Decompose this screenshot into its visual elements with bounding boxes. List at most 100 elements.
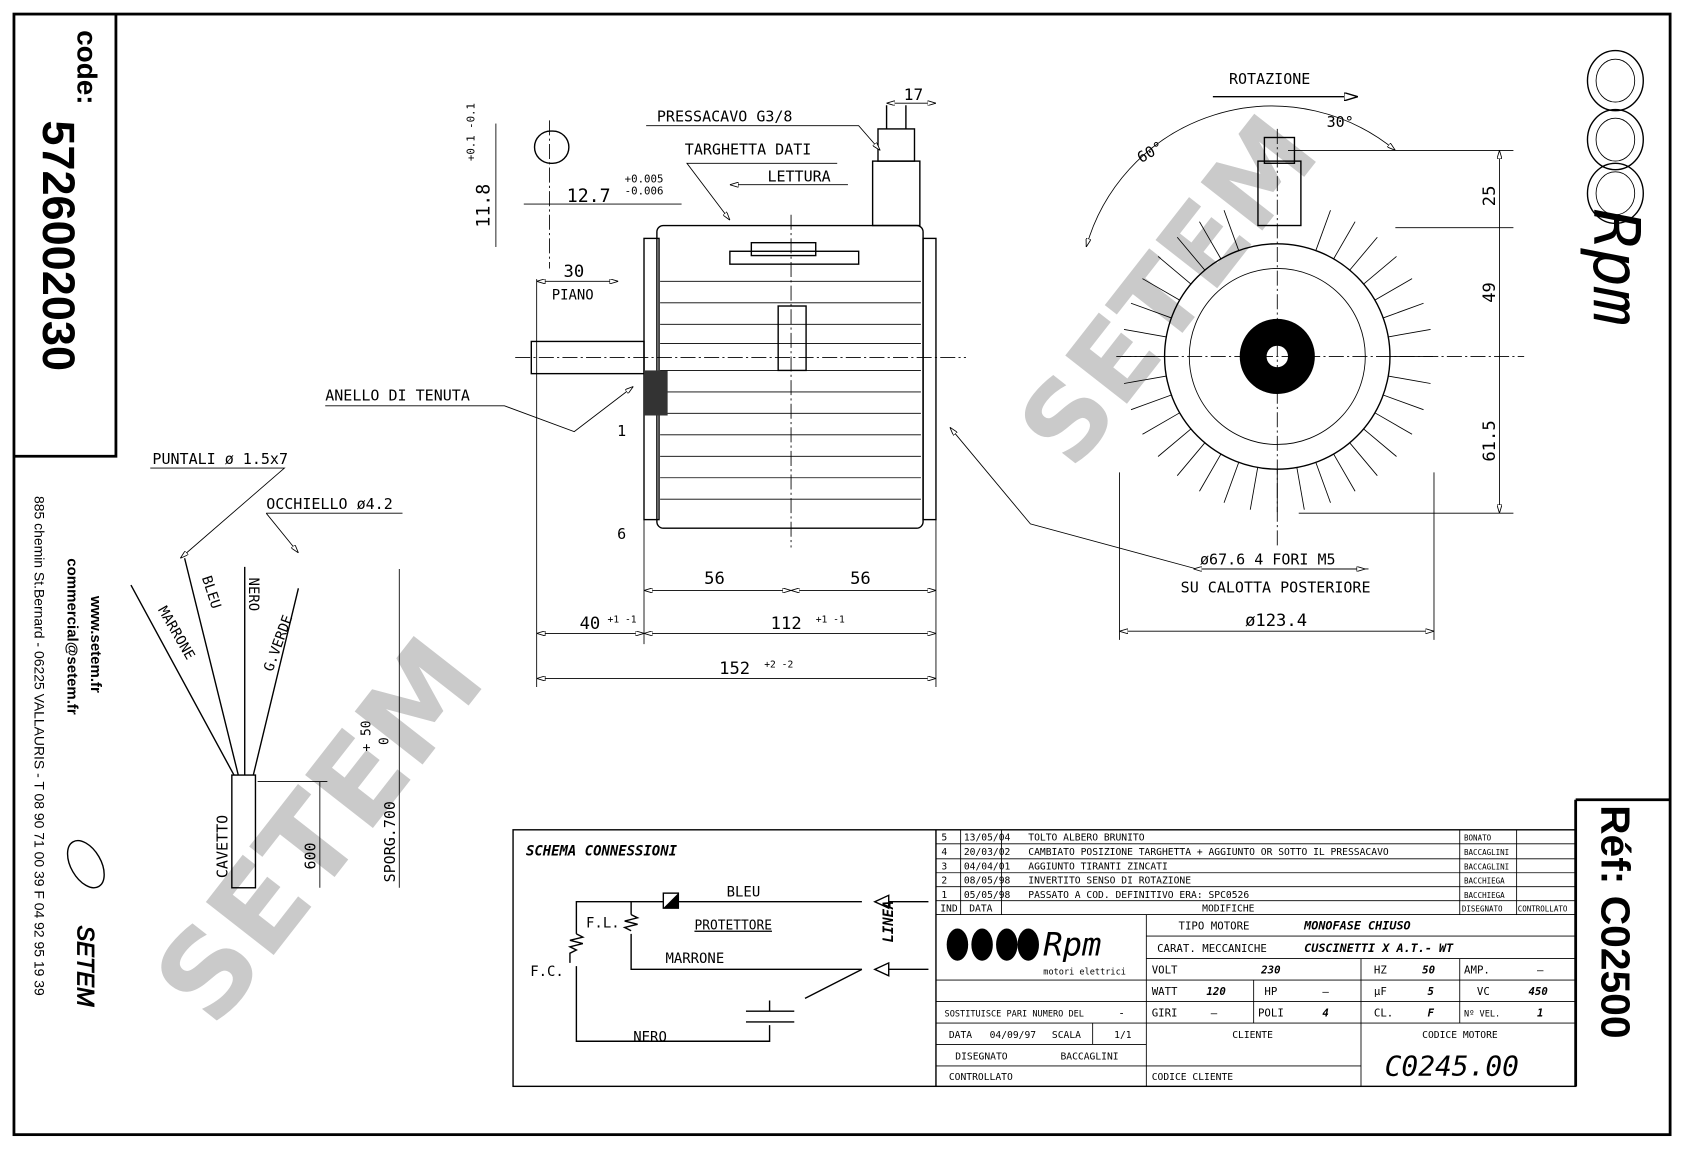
revision-cell: PASSATO A COD. DEFINITIVO ERA: SPC0526 bbox=[1028, 890, 1249, 901]
svg-text:MARRONE: MARRONE bbox=[665, 951, 724, 967]
label-anello: ANELLO DI TENUTA bbox=[325, 386, 470, 404]
svg-text:4: 4 bbox=[1322, 1007, 1328, 1020]
cooling-fin bbox=[1333, 453, 1356, 492]
code-number: 5726002030 bbox=[33, 120, 84, 371]
motor-front-view: ROTAZIONE 60° 30° 25 49 61.5 ø67.6 4 FOR… bbox=[950, 70, 1525, 640]
rpm-logo-rings bbox=[1586, 49, 1644, 225]
svg-text:motori elettrici: motori elettrici bbox=[1043, 968, 1126, 978]
cooling-fin bbox=[1374, 412, 1413, 435]
cooling-fin bbox=[1130, 302, 1172, 319]
codice-motore-value: C0245.00 bbox=[1385, 1050, 1519, 1083]
revision-cell: 05/05/98 bbox=[964, 890, 1011, 901]
svg-text:CUSCINETTI X A.T.- WT: CUSCINETTI X A.T.- WT bbox=[1304, 941, 1454, 955]
side-view-dimensions: PRESSACAVO G3/8 TARGHETTA DATI LETTURA 1… bbox=[325, 85, 937, 688]
dim-17: 17 bbox=[904, 85, 923, 104]
svg-text:DISEGNATO: DISEGNATO bbox=[1462, 904, 1503, 913]
svg-text:BLEU: BLEU bbox=[727, 884, 761, 900]
revision-cell: TOLTO ALBERO BRUNITO bbox=[1028, 833, 1144, 844]
cooling-fin bbox=[1223, 462, 1240, 503]
svg-text:230: 230 bbox=[1260, 964, 1280, 977]
svg-text:CONTROLLATO: CONTROLLATO bbox=[1518, 904, 1568, 913]
svg-text:G.VERDE: G.VERDE bbox=[261, 613, 296, 674]
motor-data-block: Rpm motori elettrici TIPO MOTORE MONOFAS… bbox=[935, 914, 1576, 1087]
svg-text:450: 450 bbox=[1528, 985, 1547, 998]
cooling-fin bbox=[1296, 467, 1305, 510]
cooling-fin bbox=[1157, 428, 1192, 457]
revision-cell: 13/05/04 bbox=[964, 833, 1011, 844]
website: www.setem.fr bbox=[87, 595, 104, 693]
svg-text:µF: µF bbox=[1374, 985, 1387, 998]
svg-text:HP: HP bbox=[1264, 985, 1277, 998]
svg-text:+2 -2: +2 -2 bbox=[764, 660, 793, 671]
setem-logo: SETEM bbox=[66, 839, 105, 1007]
svg-text:+1 -1: +1 -1 bbox=[608, 615, 637, 626]
revision-cell: 1 bbox=[941, 890, 947, 901]
svg-text:BLEU: BLEU bbox=[198, 574, 224, 611]
cooling-fin bbox=[1388, 329, 1431, 338]
svg-text:SOSTITUISCE PARI NUMERO DEL: SOSTITUISCE PARI NUMERO DEL bbox=[945, 1010, 1084, 1020]
svg-text:SPORG.700: SPORG.700 bbox=[381, 801, 399, 882]
svg-text:30°: 30° bbox=[1327, 113, 1354, 131]
title-block: SCHEMA CONNESSIONI BLEU PROTETTORE F.L. … bbox=[512, 829, 1577, 1088]
svg-text:DATA: DATA bbox=[949, 1030, 972, 1041]
code-box: code: 5726002030 bbox=[13, 14, 118, 458]
cooling-fin bbox=[1315, 462, 1331, 503]
revision-cell: CAMBIATO POSIZIONE TARGHETTA + AGGIUNTO … bbox=[1028, 847, 1389, 858]
label-pressacavo: PRESSACAVO G3/8 bbox=[657, 107, 793, 125]
cooling-fin bbox=[1374, 278, 1413, 301]
revision-cell: BONATO bbox=[1464, 834, 1492, 843]
cooling-fin bbox=[1388, 375, 1431, 384]
svg-text:49: 49 bbox=[1480, 282, 1500, 303]
rpm-logo-text: Rpm bbox=[1578, 209, 1653, 325]
code-label: code: bbox=[71, 30, 102, 104]
svg-text:SETEM: SETEM bbox=[71, 925, 97, 1007]
svg-text:–: – bbox=[1322, 985, 1329, 998]
svg-text:LINEA: LINEA bbox=[881, 901, 897, 943]
cooling-fin bbox=[1130, 394, 1172, 411]
cooling-fin bbox=[1315, 210, 1331, 251]
svg-text:–: – bbox=[1537, 964, 1544, 977]
svg-text:–: – bbox=[1211, 1007, 1218, 1020]
svg-text:1: 1 bbox=[617, 422, 626, 440]
svg-text:HZ: HZ bbox=[1374, 964, 1387, 977]
svg-text:5: 5 bbox=[1428, 985, 1435, 998]
rpm-brand: Rpm bbox=[1578, 49, 1653, 326]
revision-cell: BACCHIEGA bbox=[1464, 891, 1505, 900]
svg-text:CAVETTO: CAVETTO bbox=[214, 815, 232, 878]
svg-text:IND: IND bbox=[940, 903, 958, 914]
label-lettura: LETTURA bbox=[767, 168, 830, 186]
svg-text:Nº VEL.: Nº VEL. bbox=[1464, 1010, 1500, 1020]
svg-text:F.L.: F.L. bbox=[586, 915, 620, 931]
svg-text:AMP.: AMP. bbox=[1464, 964, 1490, 977]
cooling-fin bbox=[1199, 453, 1222, 492]
svg-text:50: 50 bbox=[1422, 964, 1435, 977]
svg-text:DISEGNATO: DISEGNATO bbox=[955, 1052, 1008, 1063]
svg-text:152: 152 bbox=[719, 659, 750, 679]
svg-text:+ 50: + 50 bbox=[359, 720, 374, 751]
label-piano: PIANO bbox=[552, 288, 594, 304]
svg-text:600: 600 bbox=[302, 842, 320, 869]
svg-text:61.5: 61.5 bbox=[1480, 420, 1500, 461]
svg-text:CONTROLLATO: CONTROLLATO bbox=[949, 1072, 1013, 1083]
svg-text:04/09/97: 04/09/97 bbox=[990, 1030, 1037, 1041]
revision-cell: BACCAGLINI bbox=[1464, 862, 1509, 871]
company-info: www.setem.fr commercial@setem.fr 885 che… bbox=[31, 496, 105, 1007]
revision-cell: 20/03/02 bbox=[964, 847, 1011, 858]
cooling-fin bbox=[1363, 428, 1397, 457]
svg-text:120: 120 bbox=[1206, 985, 1225, 998]
svg-text:F.C.: F.C. bbox=[530, 964, 564, 980]
svg-text:TIPO MOTORE: TIPO MOTORE bbox=[1179, 920, 1250, 933]
setem-watermark: SETEM SETEM bbox=[128, 93, 1343, 1048]
svg-text:NERO: NERO bbox=[245, 578, 261, 612]
cooling-fin bbox=[1123, 375, 1167, 384]
revision-cell: 3 bbox=[941, 861, 947, 872]
revision-cell: BACCHIEGA bbox=[1464, 877, 1505, 886]
svg-text:CLIENTE: CLIENTE bbox=[1232, 1030, 1273, 1041]
svg-text:WATT: WATT bbox=[1152, 985, 1178, 998]
cooling-fin bbox=[1157, 256, 1192, 285]
svg-text:Rpm: Rpm bbox=[1043, 925, 1101, 963]
cooling-fin bbox=[1176, 442, 1206, 476]
svg-text:ø123.4: ø123.4 bbox=[1245, 611, 1307, 631]
